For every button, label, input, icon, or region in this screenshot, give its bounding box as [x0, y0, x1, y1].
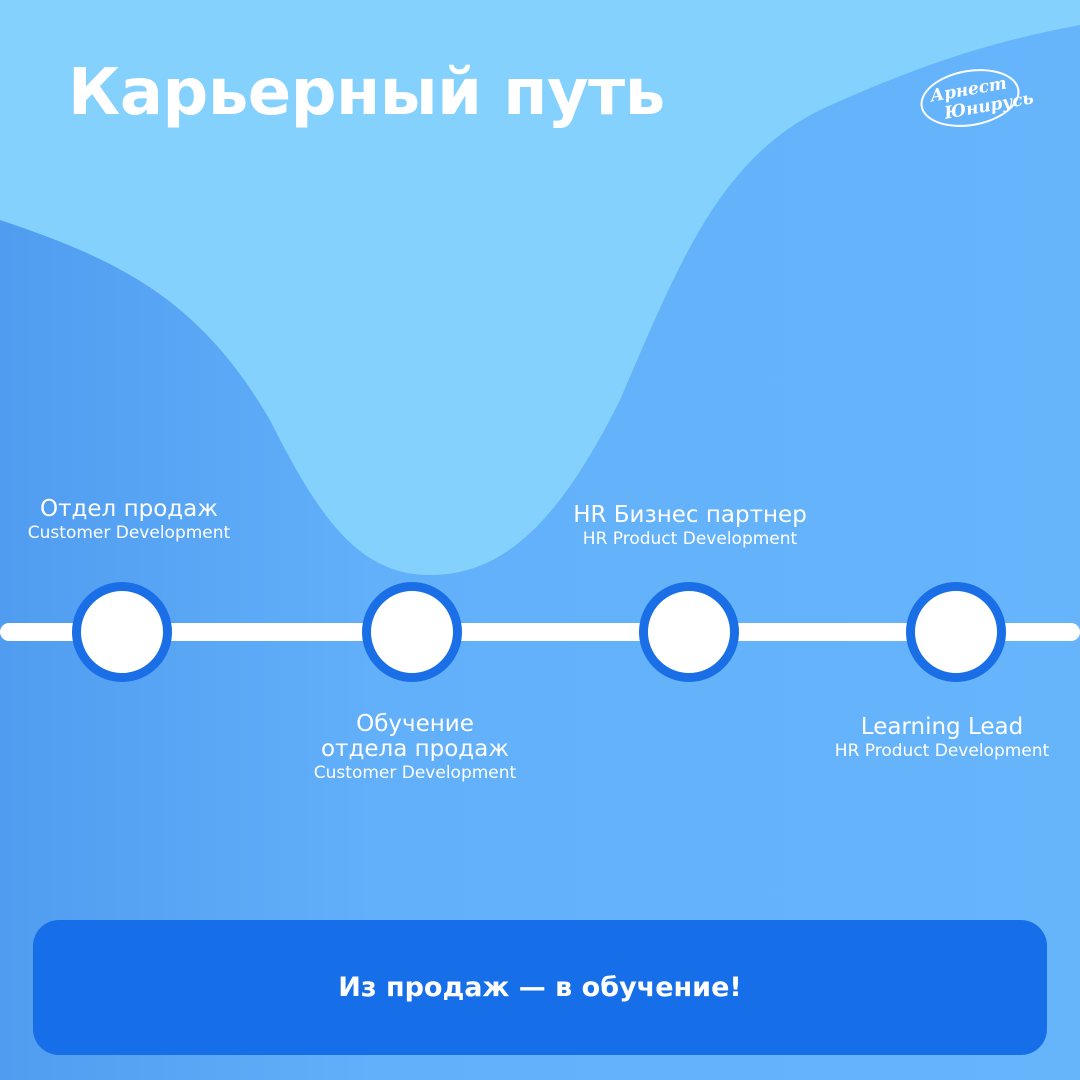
step-1-subtitle: Customer Development	[27, 523, 231, 543]
cta-text: Из продаж — в обучение!	[338, 972, 742, 1003]
step-1-title: Отдел продаж	[40, 496, 218, 522]
timeline-node-2	[362, 582, 462, 682]
cta-banner: Из продаж — в обучение!	[33, 920, 1047, 1055]
step-2-subtitle: Customer Development	[313, 763, 517, 783]
timeline-node-1	[72, 582, 172, 682]
step-4-subtitle: HR Product Development	[834, 741, 1050, 761]
step-3-title: HR Бизнес партнер	[573, 502, 807, 528]
step-1-label: Отдел продаж Customer Development	[0, 497, 258, 544]
step-3-label: HR Бизнес партнер HR Product Development	[540, 503, 840, 550]
step-3-subtitle: HR Product Development	[582, 529, 798, 549]
brand-logo: Арнест Юнирусь	[915, 61, 1035, 135]
step-4-label: Learning Lead HR Product Development	[812, 715, 1072, 762]
step-2-title-line-2: отдела продаж	[320, 736, 510, 762]
timeline-line	[0, 623, 1080, 641]
timeline-node-3	[639, 582, 739, 682]
step-2-title-line-1: Обучение	[356, 711, 474, 737]
timeline-node-4	[906, 582, 1006, 682]
background-wave	[0, 25, 1080, 1080]
page-title: Карьерный путь	[68, 56, 665, 130]
step-4-title: Learning Lead	[860, 714, 1024, 740]
step-2-label: Обучение отдела продаж Customer Developm…	[284, 712, 546, 784]
